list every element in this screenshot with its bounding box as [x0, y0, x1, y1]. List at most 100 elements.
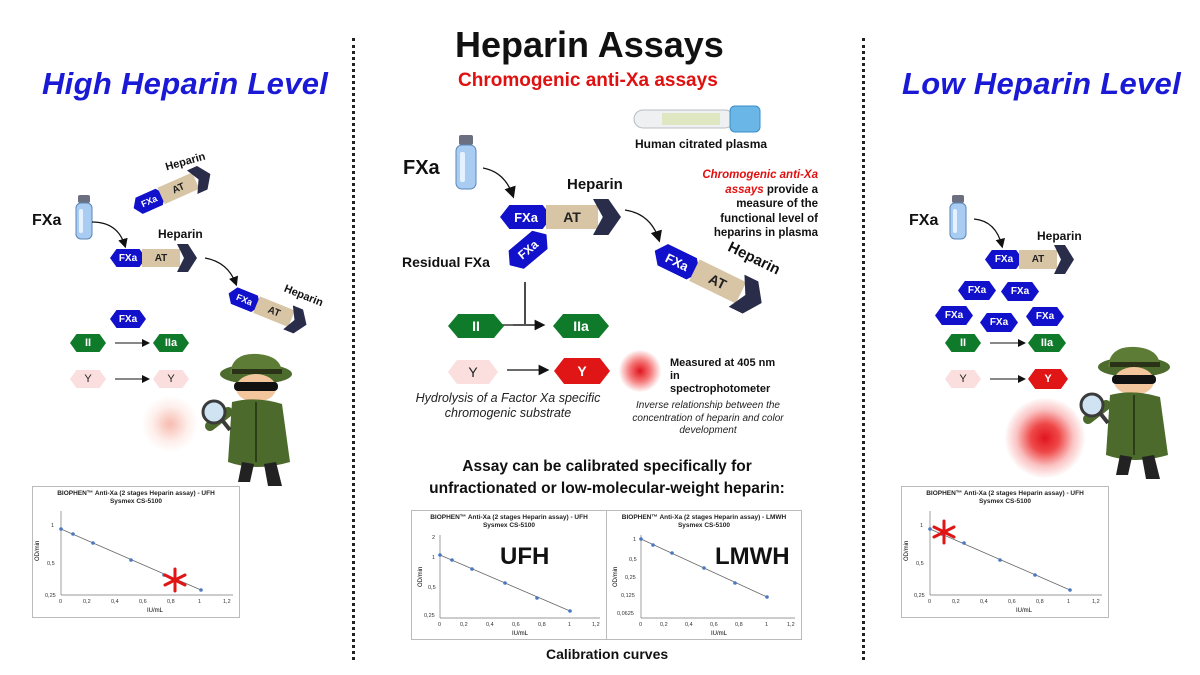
chart-head: BIOPHEN™ Anti-Xa (2 stages Heparin assay… [57, 490, 215, 497]
right-iia-hexagon: IIa [1028, 334, 1066, 352]
x-tick: 0 [59, 599, 62, 605]
center-ii-hexagon: II [448, 314, 504, 338]
y-axis-label: OD/min [904, 541, 910, 561]
left-calibration-chart: BIOPHEN™ Anti-Xa (2 stages Heparin assay… [32, 486, 240, 618]
center-heparin-label: Heparin [567, 176, 623, 193]
lmwh-label: LMWH [715, 543, 790, 570]
chart-sub: Sysmex CS-5100 [482, 522, 536, 529]
y-tick: 1 [432, 555, 435, 561]
fxa-hexagon: FXa [110, 249, 146, 267]
calibration-heading: Assay can be calibrated specifically for… [429, 458, 785, 497]
y-axis-label: OD/min [418, 567, 424, 587]
right-ii-hexagon: II [945, 334, 981, 352]
chromogenic-note: Chromogenic anti-Xa assays provide a mea… [686, 168, 818, 241]
left-chart-plot: OD/min IU/mL 0 0,2 0,4 0,6 0,8 1 1,2 1 0… [35, 511, 233, 614]
x-axis-label: IU/mL [711, 631, 728, 637]
left-vial-icon [75, 195, 93, 240]
x-axis-label: IU/mL [1016, 608, 1033, 614]
y-tick: 0,25 [625, 575, 636, 581]
detective-icon [201, 353, 292, 486]
chart-title: BIOPHEN™ Anti-Xa (2 stages Heparin assay… [902, 490, 1108, 506]
subtitle: Chromogenic anti-Xa assays [458, 70, 718, 91]
x-tick: 1,2 [223, 599, 231, 605]
right-heparin-label: Heparin [1037, 229, 1082, 243]
center-y-product-hexagon: Y [554, 358, 610, 384]
x-tick: 1,2 [592, 622, 600, 628]
left-ii-hexagon: II [70, 334, 106, 352]
left-arrows [91, 221, 239, 383]
x-tick: 0,2 [83, 599, 91, 605]
x-tick: 0,4 [486, 622, 494, 628]
ufh-chart-plot: OD/min IU/mL 0 0,2 0,4 0,6 0,8 1 1,2 2 1… [418, 535, 600, 637]
x-tick: 0 [438, 622, 441, 628]
chart-sub: Sysmex CS-5100 [109, 498, 163, 505]
at-block: AT [142, 249, 180, 267]
right-calibration-chart: BIOPHEN™ Anti-Xa (2 stages Heparin assay… [901, 486, 1109, 618]
right-arrows [973, 218, 1026, 383]
right-vial-icon [949, 195, 967, 240]
x-tick: 0,6 [710, 622, 718, 628]
right-free-fxa-5: FXa [1026, 307, 1064, 326]
x-tick: 1,2 [787, 622, 795, 628]
left-free-fxa: FXa [110, 310, 146, 328]
heparin-chevron [177, 244, 197, 272]
x-tick: 0,6 [512, 622, 520, 628]
chart-head: BIOPHEN™ Anti-Xa (2 stages Heparin assay… [430, 514, 588, 521]
fxa-hexagon: FXa [500, 205, 552, 229]
left-panel-title: High Heparin Level [42, 66, 329, 101]
chart-sub: Sysmex CS-5100 [677, 522, 731, 529]
right-strong-color-glow [1005, 398, 1085, 478]
left-faint-color-glow [142, 396, 198, 452]
x-tick: 0,4 [980, 599, 988, 605]
y-axis-label: OD/min [613, 567, 619, 587]
lmwh-chart-plot: OD/min IU/mL 0 0,2 0,4 0,6 0,8 1 1,2 1 0… [613, 535, 795, 637]
x-tick: 1 [568, 622, 571, 628]
inverse-note: Inverse relationship between the concent… [632, 400, 784, 436]
x-tick: 1 [1067, 599, 1070, 605]
asterisk-marker [932, 519, 956, 545]
x-tick: 0,8 [167, 599, 175, 605]
right-y-hexagon: Y [945, 370, 981, 388]
y-tick: 0,5 [428, 585, 436, 591]
citrate-tube-icon [633, 105, 761, 133]
detective-icon-right [1079, 346, 1170, 479]
center-iia-hexagon: IIa [553, 314, 609, 338]
chart-head: BIOPHEN™ Anti-Xa (2 stages Heparin assay… [621, 514, 787, 521]
x-tick: 0,2 [460, 622, 468, 628]
x-tick: 0,2 [660, 622, 668, 628]
center-arrows [482, 167, 662, 376]
x-axis-label: IU/mL [512, 631, 529, 637]
y-tick: 1 [51, 523, 54, 529]
x-tick: 0,6 [1008, 599, 1016, 605]
x-tick: 0 [928, 599, 931, 605]
right-panel-title: Low Heparin Level [902, 66, 1181, 101]
tube-label: Human citrated plasma [635, 137, 768, 151]
y-tick: 0,25 [914, 593, 925, 599]
x-tick: 0,4 [685, 622, 693, 628]
y-tick: 0,5 [916, 561, 924, 567]
left-heparin-label-mid: Heparin [158, 227, 203, 241]
center-color-glow [619, 350, 661, 392]
chart-title: BIOPHEN™ Anti-Xa (2 stages Heparin assay… [33, 490, 239, 506]
x-tick: 0 [639, 622, 642, 628]
ufh-calibration-chart: BIOPHEN™ Anti-Xa (2 stages Heparin assay… [411, 510, 607, 640]
right-free-fxa-4: FXa [980, 313, 1018, 332]
x-tick: 0,8 [1036, 599, 1044, 605]
chart-sub: Sysmex CS-5100 [978, 498, 1032, 505]
center-fxa-label: FXa [403, 157, 440, 179]
calibration-caption: Calibration curves [546, 646, 669, 662]
center-vial-icon [455, 135, 477, 190]
x-tick: 0,6 [139, 599, 147, 605]
x-tick: 1 [198, 599, 201, 605]
y-tick: 2 [432, 535, 435, 541]
at-block: AT [546, 205, 598, 229]
x-axis-label: IU/mL [147, 608, 164, 614]
fxa-hexagon: FXa [985, 250, 1023, 269]
lmwh-calibration-chart: BIOPHEN™ Anti-Xa (2 stages Heparin assay… [606, 510, 802, 640]
left-fxa-label: FXa [32, 212, 62, 229]
asterisk-marker [163, 567, 187, 593]
y-tick: 1 [633, 537, 636, 543]
main-title: Heparin Assays [455, 24, 724, 65]
right-chart-plot: OD/min IU/mL 0 0,2 0,4 0,6 0,8 1 1,2 1 0… [904, 511, 1102, 614]
y-tick: 0,125 [621, 593, 635, 599]
